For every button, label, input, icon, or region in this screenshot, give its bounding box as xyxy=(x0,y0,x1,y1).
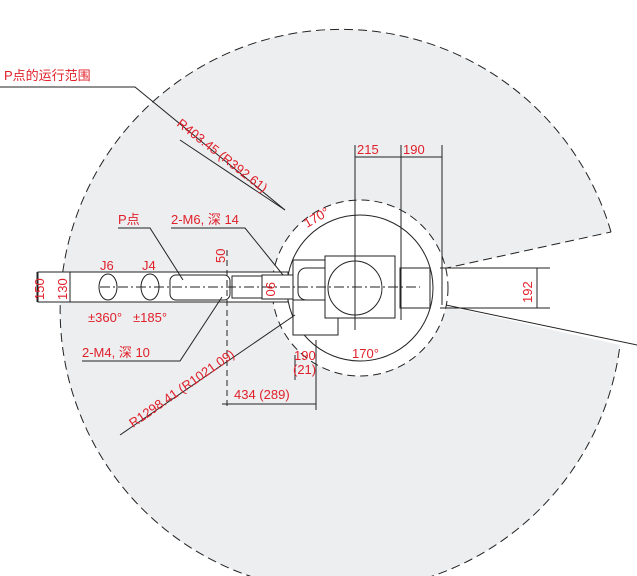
j6-range: ±360° xyxy=(88,310,122,325)
dim-434: 434 (289) xyxy=(234,387,290,402)
p-range-label: P点的运行范围 xyxy=(4,68,91,83)
j4-label: J4 xyxy=(142,258,156,273)
j4-range: ±185° xyxy=(133,310,167,325)
p-point-label: P点 xyxy=(118,212,140,227)
j6-label: J6 xyxy=(100,258,114,273)
robot-arm xyxy=(37,255,431,336)
dim-90: 90 xyxy=(263,282,278,296)
leader-lines xyxy=(0,86,550,436)
dim-192: 192 xyxy=(520,281,535,303)
dim-215: 215 xyxy=(357,142,379,157)
dim-190-small: 190 xyxy=(294,348,316,363)
m6-label: 2-M6, 深 14 xyxy=(171,212,239,227)
dim-50: 50 xyxy=(213,249,228,263)
m4-label: 2-M4, 深 10 xyxy=(82,345,150,360)
dim-130: 130 xyxy=(55,278,70,300)
angle-bottom: 170° xyxy=(352,346,379,361)
dim-190: 190 xyxy=(403,142,425,157)
dim-150: 150 xyxy=(32,278,47,300)
dim-21: (21) xyxy=(293,362,316,377)
